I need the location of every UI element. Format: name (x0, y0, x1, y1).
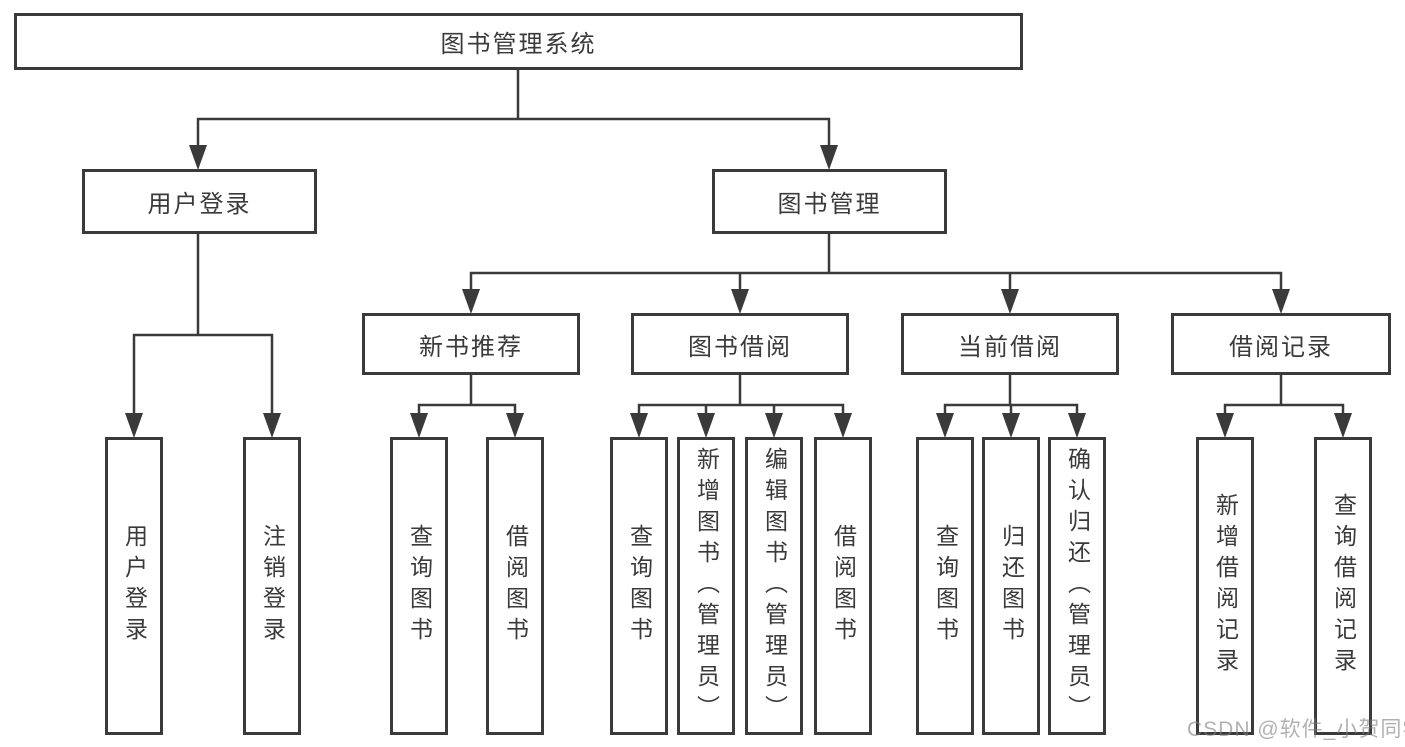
node-book-management-label: 图书管理 (777, 191, 882, 218)
node-library-system-label: 图书管理系统 (440, 31, 597, 58)
tree-edges (132, 70, 1345, 420)
leaf-confirm-return-admin-label: 确认归还（管理员） (1064, 446, 1091, 726)
node-new-book-recommend-label: 新书推荐 (419, 333, 523, 361)
leaf-query-books-recommend: 查询图书 (390, 437, 448, 735)
node-current-borrowing: 当前借阅 (901, 313, 1119, 375)
leaf-add-borrow-record: 新增借阅记录 (1196, 437, 1254, 735)
leaf-query-borrow-record-label: 查询借阅记录 (1330, 493, 1357, 679)
node-book-management: 图书管理 (712, 169, 947, 234)
arrowhead-icons (125, 145, 1352, 438)
leaf-user-login-label: 用户登录 (121, 524, 148, 648)
leaf-logout-label: 注销登录 (259, 524, 286, 648)
leaf-borrow-books: 借阅图书 (814, 437, 872, 735)
node-book-borrowing-label: 图书借阅 (688, 333, 792, 361)
leaf-query-books-borrow: 查询图书 (610, 437, 668, 735)
leaf-borrow-books-recommend: 借阅图书 (486, 437, 544, 735)
leaf-borrow-books-label: 借阅图书 (830, 524, 857, 648)
leaf-query-books-current-label: 查询图书 (932, 524, 959, 648)
leaf-logout: 注销登录 (243, 437, 301, 735)
leaf-query-books-borrow-label: 查询图书 (626, 524, 653, 648)
node-new-book-recommend: 新书推荐 (362, 313, 580, 375)
node-borrowing-records: 借阅记录 (1171, 313, 1391, 375)
node-current-borrowing-label: 当前借阅 (958, 333, 1062, 361)
node-library-system: 图书管理系统 (14, 13, 1023, 70)
leaf-user-login: 用户登录 (105, 437, 163, 735)
node-user-login: 用户登录 (82, 169, 317, 234)
leaf-add-book-admin-label: 新增图书（管理员） (693, 446, 720, 726)
leaf-edit-book-admin: 编辑图书（管理员） (745, 437, 803, 735)
leaf-add-book-admin: 新增图书（管理员） (677, 437, 735, 735)
leaf-confirm-return-admin: 确认归还（管理员） (1048, 437, 1106, 735)
watermark-text: CSDN @软件_小贺同学 (1187, 718, 1405, 741)
node-borrowing-records-label: 借阅记录 (1229, 333, 1333, 361)
leaf-query-books-current: 查询图书 (916, 437, 974, 735)
node-user-login-label: 用户登录 (147, 191, 252, 218)
node-book-borrowing: 图书借阅 (631, 313, 849, 375)
leaf-query-books-recommend-label: 查询图书 (406, 524, 433, 648)
leaf-return-book: 归还图书 (982, 437, 1040, 735)
leaf-return-book-label: 归还图书 (998, 524, 1025, 648)
leaf-edit-book-admin-label: 编辑图书（管理员） (761, 446, 788, 726)
leaf-query-borrow-record: 查询借阅记录 (1314, 437, 1372, 735)
leaf-borrow-books-recommend-label: 借阅图书 (502, 524, 529, 648)
leaf-add-borrow-record-label: 新增借阅记录 (1212, 493, 1239, 679)
